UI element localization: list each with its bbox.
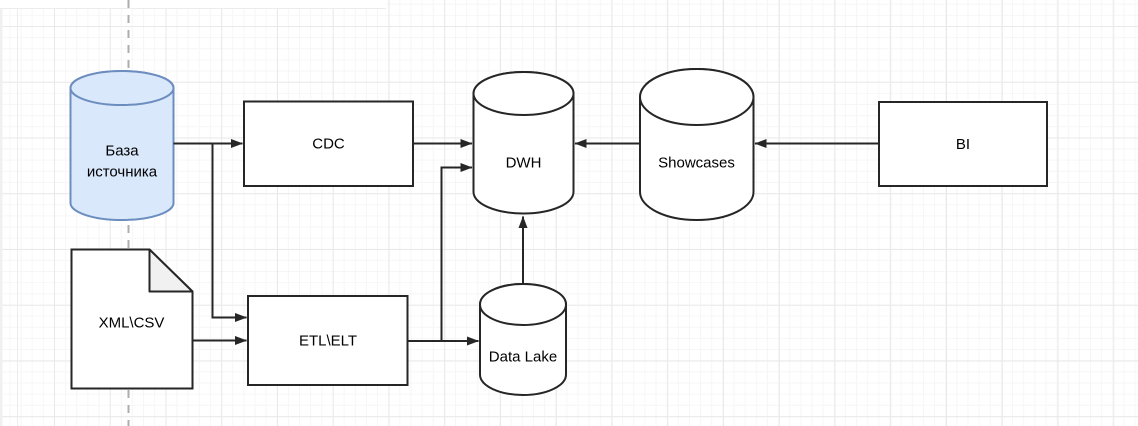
data-lake-cylinder-top [479, 283, 567, 326]
showcases-label: Showcases [658, 155, 735, 172]
node-etl-elt[interactable]: ETL\ELT [247, 295, 409, 386]
source-db-label-line1: База [105, 143, 139, 160]
dwh-label: DWH [506, 155, 542, 172]
node-dwh[interactable]: DWH [472, 71, 575, 215]
node-cdc[interactable]: CDC [243, 100, 414, 187]
node-xml-csv[interactable]: XML\CSV [70, 248, 194, 390]
data-lake-label: Data Lake [489, 349, 557, 366]
source-db-cylinder-top [69, 70, 175, 106]
cdc-label: CDC [312, 136, 345, 153]
edge-source-db-to-etl-elt[interactable] [211, 143, 247, 322]
etl-elt-rect [247, 295, 409, 386]
dwh-cylinder-top [472, 71, 575, 116]
page-margin [0, 0, 386, 426]
node-source-db[interactable]: База источника [69, 70, 175, 221]
cdc-rect [243, 100, 414, 187]
node-showcases[interactable]: Showcases [639, 68, 755, 221]
edge-etl-elt-to-dwh[interactable] [407, 163, 473, 342]
source-db-label-line2: источника [87, 164, 158, 181]
xml-csv-label: XML\CSV [99, 315, 165, 332]
etl-elt-label: ETL\ELT [299, 333, 357, 350]
bi-label: BI [956, 136, 970, 153]
showcases-cylinder-top [639, 68, 755, 126]
node-bi[interactable]: BI [878, 101, 1048, 187]
xml-csv-document-fold [148, 248, 194, 293]
node-data-lake[interactable]: Data Lake [479, 283, 567, 396]
bi-rect [878, 101, 1048, 187]
